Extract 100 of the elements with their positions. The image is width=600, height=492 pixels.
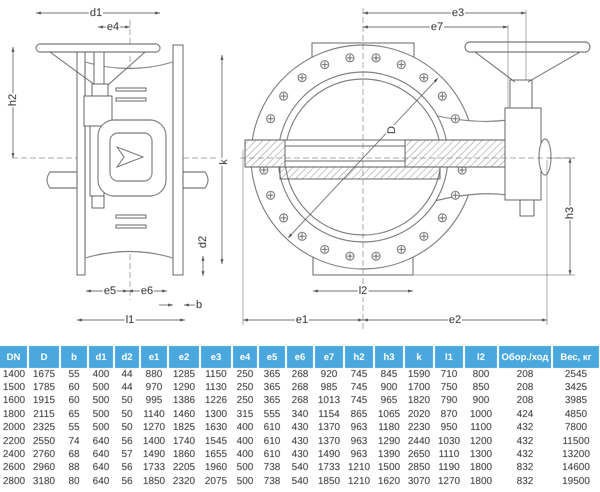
column-header: l2	[464, 346, 498, 368]
table-value: 500	[92, 394, 110, 408]
table-value: 1210	[346, 475, 372, 489]
table-value: 430	[290, 434, 310, 448]
column-header: e3	[200, 346, 232, 368]
table-value: 738	[262, 475, 282, 489]
table-value: 610	[262, 434, 282, 448]
table-value: 2960	[32, 462, 56, 476]
column-header: d2	[114, 346, 140, 368]
column-header: d1	[88, 346, 114, 368]
column-header: Обор./ход	[498, 346, 552, 368]
dimension-label: D	[386, 125, 398, 135]
table-value: 432	[516, 448, 534, 462]
table-value: 1630	[204, 422, 228, 435]
table-value: 250	[232, 368, 258, 382]
table-value: 1400	[142, 434, 166, 448]
table-value: 60	[67, 394, 81, 408]
table-value: 1960	[204, 462, 228, 476]
column-header: b	[60, 346, 88, 368]
table-value: 1030	[436, 434, 462, 448]
table-value: 745	[350, 394, 368, 408]
table-value: 432	[516, 434, 534, 448]
table-value: 50	[120, 422, 134, 435]
table-value: 920	[314, 368, 344, 382]
table-value: 845	[374, 368, 404, 382]
table-value: 44	[114, 368, 140, 382]
table-value: 2320	[172, 475, 196, 489]
dimension-label: d2	[197, 234, 209, 250]
table-value: 1290	[172, 381, 196, 395]
table-value: 2325	[32, 422, 56, 435]
table-value: 2200	[2, 434, 26, 448]
table-value: 1785	[32, 381, 56, 395]
table-value: 1370	[316, 434, 342, 448]
table-value: 44	[120, 381, 134, 395]
table-value: 1290	[376, 434, 402, 448]
table-value: 900	[380, 381, 398, 395]
table-value: 500	[92, 422, 110, 435]
table-value: 1285	[168, 368, 200, 382]
table-value: 555	[262, 408, 282, 422]
table-value: 4850	[564, 408, 588, 422]
table-value: 2075	[204, 475, 228, 489]
table-value: 1226	[204, 394, 228, 408]
table-value: 1800	[2, 408, 26, 422]
table-value: 14600	[561, 462, 591, 476]
dimension-label: e6	[140, 285, 154, 297]
table-value: 400	[236, 422, 254, 435]
table-value: 3180	[32, 475, 56, 489]
table-value: 1100	[469, 422, 493, 435]
dimension-label: h2	[7, 92, 19, 108]
table-value: 250	[236, 381, 254, 395]
table-value: 800	[464, 368, 498, 382]
table-value: 3070	[406, 475, 432, 489]
table-value: 74	[67, 434, 81, 448]
table-value: 745	[344, 368, 374, 382]
table-value: 208	[516, 394, 534, 408]
column-header: k	[404, 346, 434, 368]
table-value: 2600	[2, 462, 26, 476]
table-value: 1590	[404, 368, 434, 382]
dimension-label: e3	[450, 7, 466, 19]
table-value: 19500	[561, 475, 591, 489]
table-value: 500	[236, 462, 254, 476]
table-value: 2650	[406, 448, 432, 462]
table-value: 963	[350, 422, 368, 435]
table-value: 965	[380, 394, 398, 408]
table-value: 3985	[564, 394, 588, 408]
table-value: 268	[290, 394, 310, 408]
column-header: h3	[374, 346, 404, 368]
table-value: 208	[498, 368, 552, 382]
table-value: 995	[144, 394, 164, 408]
column-header: e1	[140, 346, 168, 368]
table-value: 80	[67, 475, 81, 489]
table-value: 1733	[142, 462, 166, 476]
table-value: 1190	[437, 462, 461, 476]
table-value: 1000	[468, 408, 494, 422]
table-value: 1210	[346, 462, 372, 476]
table-value: 1600	[2, 394, 26, 408]
table-value: 57	[120, 448, 134, 462]
table-value: 56	[120, 475, 134, 489]
table-value: 640	[92, 475, 110, 489]
table-value: 365	[258, 368, 286, 382]
table-value: 2400	[2, 448, 26, 462]
table-value: 55	[67, 422, 81, 435]
dimension-label: e4	[106, 21, 120, 33]
column-header: e4	[232, 346, 258, 368]
table-value: 880	[140, 368, 168, 382]
dimension-label: e7	[430, 21, 444, 33]
table-value: 1300	[204, 408, 228, 422]
column-header: h2	[344, 346, 374, 368]
table-value: 50	[120, 408, 134, 422]
table-value: 1733	[316, 462, 342, 476]
dimension-label: e2	[448, 314, 462, 326]
table-value: 68	[67, 448, 81, 462]
table-value: 2760	[32, 448, 56, 462]
table-value: 2205	[172, 462, 196, 476]
dimension-label: e5	[102, 285, 118, 297]
table-value: 710	[434, 368, 464, 382]
table-value: 1850	[316, 475, 342, 489]
table-value: 2440	[406, 434, 432, 448]
table-value: 1915	[32, 394, 56, 408]
dimension-label: l2	[358, 285, 368, 297]
